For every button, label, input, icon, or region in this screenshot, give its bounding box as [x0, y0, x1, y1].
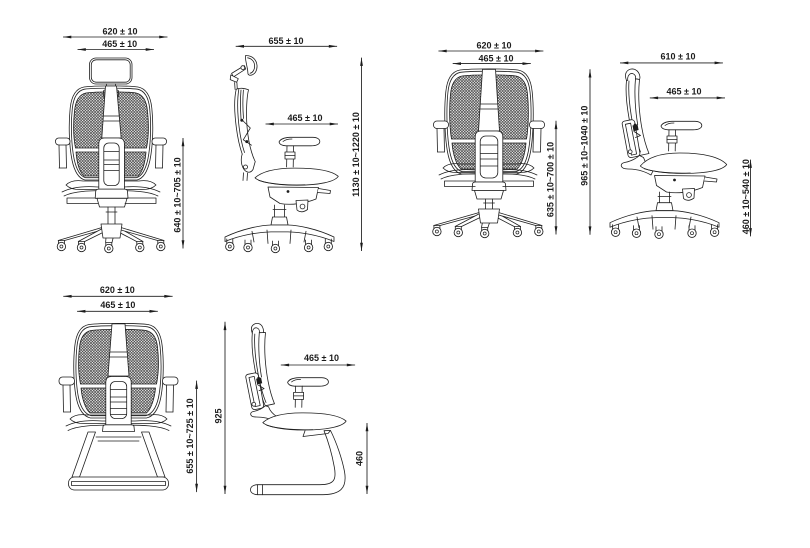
svg-text:620 ± 10: 620 ± 10 — [477, 41, 512, 51]
svg-text:610 ± 10: 610 ± 10 — [661, 52, 696, 62]
svg-text:655 ± 10~725 ± 10: 655 ± 10~725 ± 10 — [185, 398, 195, 473]
svg-text:620 ± 10: 620 ± 10 — [100, 285, 135, 295]
svg-text:465 ± 10: 465 ± 10 — [304, 353, 339, 363]
svg-text:620 ± 10: 620 ± 10 — [103, 27, 138, 37]
svg-text:460 ± 10~540 ± 10: 460 ± 10~540 ± 10 — [741, 159, 751, 234]
svg-text:1130 ± 10~1220 ± 10: 1130 ± 10~1220 ± 10 — [351, 112, 361, 197]
svg-text:460: 460 — [355, 451, 365, 466]
svg-text:965 ± 10~1040 ± 10: 965 ± 10~1040 ± 10 — [580, 106, 590, 186]
svg-text:465 ± 10: 465 ± 10 — [479, 53, 514, 63]
svg-text:465 ± 10: 465 ± 10 — [667, 87, 702, 97]
svg-text:465 ± 10: 465 ± 10 — [288, 113, 323, 123]
svg-text:640 ± 10~705 ± 10: 640 ± 10~705 ± 10 — [173, 157, 183, 232]
svg-text:465 ± 10: 465 ± 10 — [100, 300, 135, 310]
svg-text:925: 925 — [214, 408, 224, 423]
svg-text:655 ± 10: 655 ± 10 — [269, 36, 304, 46]
svg-text:635 ± 10~700 ± 10: 635 ± 10~700 ± 10 — [546, 142, 556, 217]
svg-text:465 ± 10: 465 ± 10 — [102, 39, 137, 49]
